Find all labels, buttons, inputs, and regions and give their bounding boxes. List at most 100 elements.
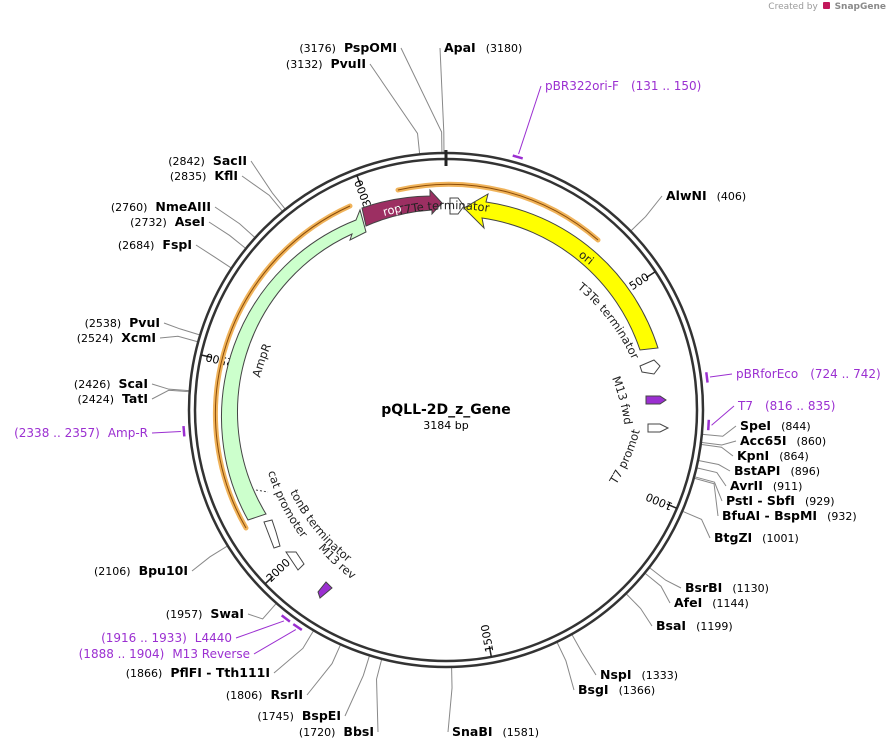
site-name: PspOMI: [344, 40, 397, 55]
restriction-site-label[interactable]: BtgZI(1001): [714, 530, 799, 545]
restriction-site-label[interactable]: (2524)XcmI: [77, 330, 156, 345]
restriction-site-label[interactable]: BsgI(1366): [578, 682, 655, 697]
restriction-site-label[interactable]: (2835)KflI: [170, 168, 238, 183]
restriction-site-label[interactable]: SnaBI(1581): [452, 724, 539, 739]
primer-name: pBRforEco: [736, 367, 798, 381]
restriction-site-label[interactable]: ApaI(3180): [444, 40, 522, 55]
restriction-site-label[interactable]: AvrII(911): [730, 478, 802, 493]
primer-leader: [151, 430, 181, 434]
site-leader: [191, 545, 228, 572]
site-leader: [208, 221, 246, 249]
primer-range: (131 .. 150): [631, 79, 701, 93]
t7te-terminator-feature[interactable]: [449, 197, 465, 215]
primer-label[interactable]: (2338 .. 2357)Amp-R: [14, 426, 148, 440]
site-position: (1333): [642, 669, 679, 682]
primer-mark: [292, 623, 303, 631]
site-name: SpeI: [740, 418, 771, 433]
primer-range: (1916 .. 1933): [101, 631, 187, 645]
primer-mark: [706, 419, 711, 431]
primer-leader: [518, 85, 542, 155]
rop-feature[interactable]: [361, 188, 443, 227]
restriction-site-label[interactable]: AfeI(1144): [674, 595, 749, 610]
site-leader: [306, 645, 341, 696]
primer-name: T7: [737, 399, 753, 413]
site-position: (2538): [85, 317, 122, 330]
site-position: (3176): [299, 42, 336, 55]
site-position: (1199): [696, 620, 733, 633]
restriction-site-label[interactable]: (1957)SwaI: [166, 606, 244, 621]
restriction-site-label[interactable]: BsaI(1199): [656, 618, 733, 633]
primer-label[interactable]: T7 (816 .. 835): [737, 399, 835, 413]
site-leader: [695, 476, 723, 502]
site-leader: [214, 206, 255, 238]
site-leader: [682, 511, 711, 539]
ampr-feature[interactable]: [220, 208, 367, 521]
restriction-site-label[interactable]: NspI (1333): [600, 667, 678, 682]
restriction-site-label[interactable]: (1720)BbsI: [299, 724, 374, 739]
site-leader: [626, 593, 653, 627]
restriction-site-label[interactable]: (2538) PvuI: [85, 315, 160, 330]
credit-brand: SnapGene: [834, 2, 886, 12]
primer-label[interactable]: pBR322ori-F(131 .. 150): [545, 79, 701, 93]
restriction-site-label[interactable]: (2760)NmeAIII: [111, 199, 211, 214]
site-position: (896): [790, 465, 820, 478]
site-name: BfuAI - BspMI: [722, 508, 817, 523]
restriction-site-label[interactable]: PstI - SbfI(929): [726, 493, 835, 508]
ori-feature[interactable]: [463, 192, 659, 351]
site-name: NspI: [600, 667, 632, 682]
restriction-site-label[interactable]: (2426)ScaI: [74, 376, 148, 391]
site-leader: [694, 477, 719, 517]
restriction-site-label[interactable]: (2106) Bpu10I: [94, 563, 188, 578]
ampr-label: AmpR: [249, 341, 274, 379]
site-position: (2684): [118, 239, 155, 252]
site-position: (844): [781, 420, 811, 433]
primer-range: (816 .. 835): [765, 399, 835, 413]
site-labels: (3176) PspOMI(3132)PvuII ApaI(3180) AlwNI(4…: [14, 40, 881, 739]
site-name: BbsI: [343, 724, 374, 739]
site-name: PstI - SbfI: [726, 493, 795, 508]
restriction-site-label[interactable]: Acc65I(860): [740, 433, 826, 448]
site-name: AvrII: [730, 478, 763, 493]
site-name: BsrBI: [685, 580, 722, 595]
site-name: TatI: [122, 391, 148, 406]
restriction-site-label[interactable]: (1745)BspEI: [257, 708, 341, 723]
site-name: Bpu10I: [139, 563, 188, 578]
site-leader: [698, 460, 731, 472]
restriction-site-label[interactable]: (2684)FspI: [118, 237, 192, 252]
restriction-site-label[interactable]: BfuAI - BspMI(932): [722, 508, 857, 523]
restriction-site-label[interactable]: BstAPI(896): [734, 463, 820, 478]
site-name: PflFI - Tth111I: [170, 665, 270, 680]
tick-label: 3000: [352, 178, 374, 209]
restriction-site-label[interactable]: (1806)RsrII: [226, 687, 303, 702]
site-leader: [701, 440, 737, 446]
restriction-site-label[interactable]: (3132)PvuII: [286, 56, 366, 71]
restriction-site-label[interactable]: (1866)PflFI - Tth111I: [126, 665, 270, 680]
site-name: PvuI: [129, 315, 160, 330]
restriction-site-label[interactable]: (2732)AseI: [130, 214, 205, 229]
restriction-site-label[interactable]: BsrBI(1130): [685, 580, 769, 595]
primer-label[interactable]: (1916 .. 1933)L4440: [101, 631, 232, 645]
site-position: (2760): [111, 201, 148, 214]
t3te-terminator-feature[interactable]: [639, 359, 661, 375]
m13-fwd-feature[interactable]: [645, 395, 667, 405]
primer-mark: [705, 372, 709, 383]
restriction-site-label[interactable]: SpeI (844): [740, 418, 811, 433]
restriction-site-label[interactable]: (2424)TatI: [77, 391, 148, 406]
restriction-site-label[interactable]: KpnI(864): [737, 448, 809, 463]
site-name: XcmI: [121, 330, 156, 345]
restriction-site-label[interactable]: (3176) PspOMI: [299, 40, 397, 55]
site-position: (3132): [286, 58, 323, 71]
t7-promoter-feature[interactable]: [647, 423, 670, 433]
primer-label[interactable]: (1888 .. 1904)M13 Reverse: [79, 647, 250, 661]
restriction-site-label[interactable]: (2842)SacII: [168, 153, 247, 168]
m13-rev-feature[interactable]: [317, 581, 333, 599]
site-position: (1366): [619, 684, 656, 697]
site-position: (2732): [130, 216, 167, 229]
primer-label[interactable]: pBRforEco(724 .. 742): [736, 367, 881, 381]
restriction-site-label[interactable]: AlwNI(406): [666, 188, 746, 203]
site-leader-lines: [151, 47, 737, 733]
site-position: (2106): [94, 565, 131, 578]
cat-promoter-feature[interactable]: [263, 519, 281, 549]
tonb-terminator-feature[interactable]: [285, 551, 305, 571]
